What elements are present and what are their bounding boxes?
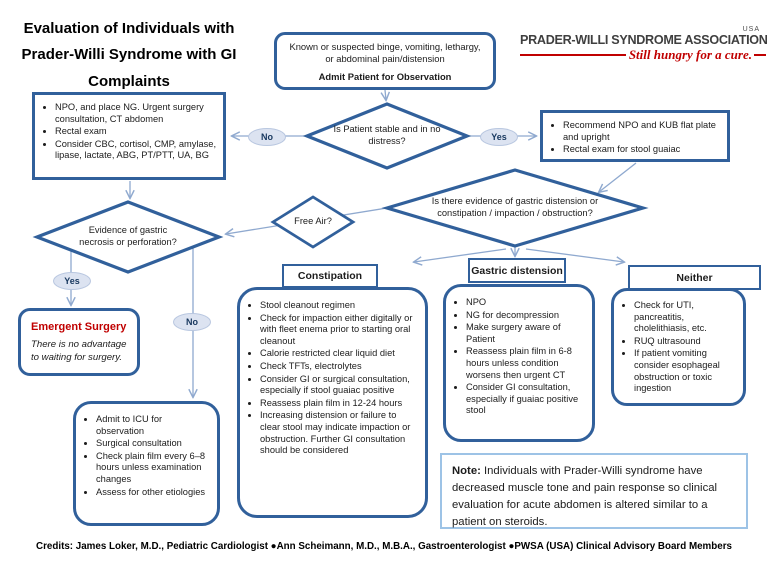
list-item: NG for decompression: [466, 310, 586, 322]
list-item: Calorie restricted clear liquid diet: [260, 348, 419, 360]
list-item: RUQ ultrasound: [634, 336, 737, 348]
label-yes-necrosis: Yes: [53, 272, 91, 290]
tagline-line-right: [754, 54, 766, 56]
diamond-evidence: [381, 168, 649, 248]
list-item: Rectal exam for stool guaiac: [563, 144, 721, 156]
list-item: If patient vomiting consider esophageal …: [634, 348, 737, 394]
logo-org-name: PRADER-WILLI SYNDROME ASSOCIATION: [520, 33, 768, 47]
label-no-necrosis: No: [173, 313, 211, 331]
list-item: Stool cleanout regimen: [260, 300, 419, 312]
list-item: Reassess plain film in 12-24 hours: [260, 398, 419, 410]
unstable-workup-list: NPO, and place NG. Urgent surgery consul…: [35, 95, 223, 169]
unstable-workup-box: NPO, and place NG. Urgent surgery consul…: [32, 92, 226, 180]
label-no-unstable: No: [248, 128, 286, 146]
list-item: Check for impaction either digitally or …: [260, 313, 419, 348]
start-criteria: Known or suspected binge, vomiting, leth…: [289, 41, 481, 65]
list-item: Consider GI consultation, especially if …: [466, 382, 586, 417]
tagline-line-left: [520, 54, 626, 56]
diamond-necrosis-text: Evidence of gastric necrosis or perforat…: [79, 225, 177, 247]
diamond-evidence-text: Is there evidence of gastric distension …: [431, 196, 599, 218]
neither-box: Check for UTI, pancreatitis, cholelithia…: [611, 288, 746, 406]
logo-tagline: Still hungry for a cure.: [520, 47, 766, 63]
constipation-box: Stool cleanout regimenCheck for impactio…: [237, 287, 428, 518]
list-item: NPO, and place NG. Urgent surgery consul…: [55, 102, 217, 125]
emergent-surgery-box: Emergent Surgery There is no advantage t…: [18, 308, 140, 376]
list-item: Surgical consultation: [96, 438, 211, 450]
gastric-distension-header: Gastric distension: [468, 258, 566, 283]
note-text: Individuals with Prader-Willi syndrome h…: [452, 465, 718, 528]
list-item: Consider CBC, cortisol, CMP, amylase, li…: [55, 139, 217, 162]
list-item: Check plain film every 6–8 hours unless …: [96, 451, 211, 486]
diamond-necrosis: [32, 200, 224, 274]
icu-list: Admit to ICU for observationSurgical con…: [76, 404, 217, 505]
pwsa-logo: USA PRADER-WILLI SYNDROME ASSOCIATION St…: [520, 26, 768, 63]
list-item: Check for UTI, pancreatitis, cholelithia…: [634, 300, 737, 335]
neither-list: Check for UTI, pancreatitis, cholelithia…: [614, 291, 743, 402]
list-item: Recommend NPO and KUB flat plate and upr…: [563, 120, 721, 143]
gastric-distension-list: NPONG for decompressionMake surgery awar…: [446, 287, 592, 424]
page-title: Evaluation of Individuals with Prader-Wi…: [21, 20, 237, 90]
start-box: Known or suspected binge, vomiting, leth…: [274, 32, 496, 90]
stable-workup-list: Recommend NPO and KUB flat plate and upr…: [543, 113, 727, 163]
diamond-patient-stable-text: Is Patient stable and in no distress?: [333, 124, 441, 146]
list-item: Assess for other etiologies: [96, 487, 211, 499]
label-yes-stable: Yes: [480, 128, 518, 146]
gastric-distension-box: NPONG for decompressionMake surgery awar…: [443, 284, 595, 442]
list-item: Rectal exam: [55, 126, 217, 138]
connector-to-neither: [525, 248, 624, 262]
logo-usa-text: USA: [742, 26, 760, 33]
connector-start-to-stable: [385, 89, 386, 100]
stable-workup-box: Recommend NPO and KUB flat plate and upr…: [540, 110, 730, 162]
diamond-free-air: [270, 195, 356, 249]
connector-to-constipation: [414, 248, 507, 262]
diamond-free-air-text: Free Air?: [294, 216, 332, 227]
list-item: NPO: [466, 297, 586, 309]
start-action: Admit Patient for Observation: [318, 71, 452, 83]
tagline-text: Still hungry for a cure.: [628, 47, 752, 62]
list-item: Make surgery aware of Patient: [466, 322, 586, 345]
emergent-surgery-body: There is no advantage to waiting for sur…: [31, 339, 127, 363]
list-item: Reassess plain film in 6-8 hours unless …: [466, 346, 586, 381]
neither-header: Neither: [628, 265, 761, 290]
connector-stablebox-to-evidence: [599, 162, 637, 192]
note-box: Note: Individuals with Prader-Willi synd…: [440, 453, 748, 529]
list-item: Consider GI or surgical consultation, es…: [260, 374, 419, 397]
diamond-patient-stable: [302, 102, 472, 170]
icu-box: Admit to ICU for observationSurgical con…: [73, 401, 220, 526]
list-item: Admit to ICU for observation: [96, 414, 211, 437]
emergent-surgery-title: Emergent Surgery: [31, 321, 127, 333]
constipation-list: Stool cleanout regimenCheck for impactio…: [240, 290, 425, 464]
credits-line: Credits: James Loker, M.D., Pediatric Ca…: [36, 541, 732, 552]
note-label: Note:: [452, 465, 481, 477]
constipation-header: Constipation: [282, 264, 378, 288]
list-item: Check TFTs, electrolytes: [260, 361, 419, 373]
list-item: Increasing distension or failure to clea…: [260, 410, 419, 456]
decision-diamonds: [32, 102, 649, 274]
